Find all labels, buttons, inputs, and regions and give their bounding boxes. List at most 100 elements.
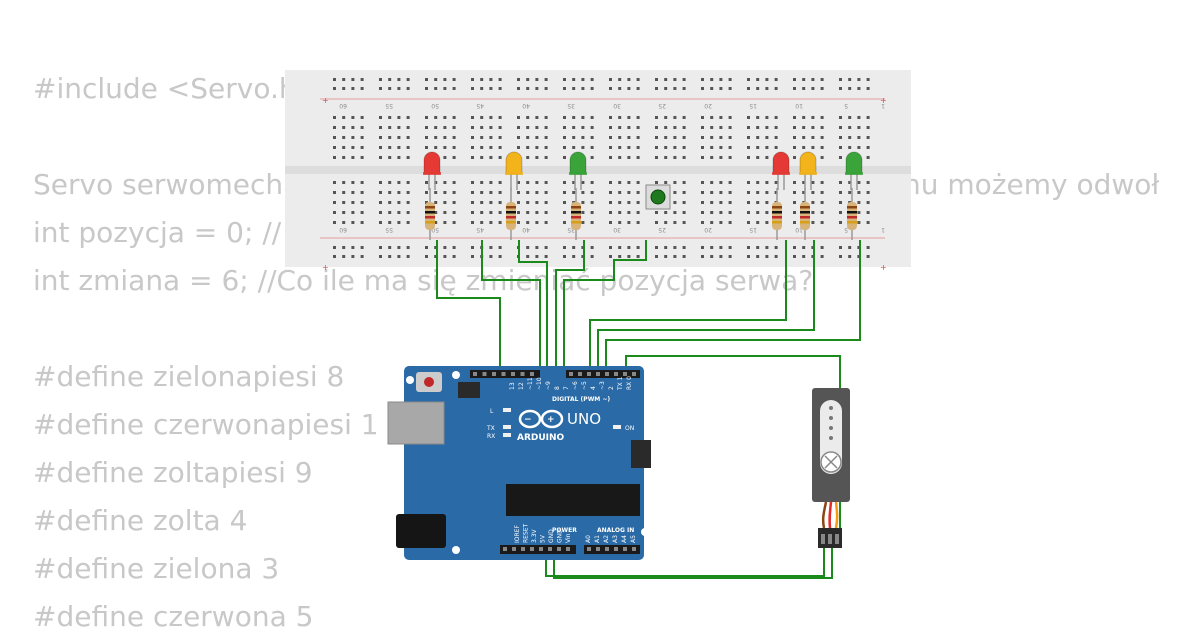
servo-connector-pin-1 xyxy=(821,534,825,544)
terminal-hole xyxy=(618,156,622,159)
terminal-hole xyxy=(517,191,520,194)
terminal-hole xyxy=(443,116,447,119)
terminal-hole xyxy=(765,191,769,194)
terminal-hole xyxy=(820,136,824,139)
pin-label: RX 0 xyxy=(626,376,633,390)
terminal-hole xyxy=(443,211,447,214)
breadboard-column-number: 20 xyxy=(704,226,712,233)
pin-label: ~3 xyxy=(599,381,606,390)
pin-label: A2 xyxy=(603,535,610,543)
terminal-hole xyxy=(526,201,530,204)
wire-servo-signal xyxy=(625,355,841,530)
breadboard-column-number: 10 xyxy=(795,102,803,109)
rail-hole xyxy=(811,78,815,81)
rail-hole xyxy=(636,78,640,81)
tx-led-label: TX xyxy=(486,425,495,432)
terminal-hole xyxy=(590,211,594,214)
rail-hole xyxy=(710,246,714,249)
terminal-hole xyxy=(802,116,806,119)
terminal-hole xyxy=(719,156,723,159)
rail-hole xyxy=(360,255,364,258)
push-button[interactable] xyxy=(645,184,671,210)
mount-hole-2 xyxy=(452,371,460,379)
terminal-hole xyxy=(765,201,769,204)
push-button-cap[interactable] xyxy=(650,189,666,205)
rail-hole xyxy=(333,255,336,258)
terminal-hole xyxy=(756,201,760,204)
breadboard-column-number: 15 xyxy=(749,226,757,233)
breadboard-column-number: 5 xyxy=(844,226,848,233)
rail-hole xyxy=(480,87,484,90)
terminal-hole xyxy=(535,191,539,194)
terminal-hole xyxy=(618,191,622,194)
rail-hole xyxy=(655,246,658,249)
terminal-hole xyxy=(673,201,677,204)
terminal-hole xyxy=(498,156,502,159)
power-header-label: POWER xyxy=(552,527,577,534)
terminal-hole xyxy=(655,221,658,224)
terminal-hole xyxy=(857,116,861,119)
terminal-hole xyxy=(351,181,355,184)
rail-hole xyxy=(747,78,750,81)
terminal-hole xyxy=(480,126,484,129)
terminal-hole xyxy=(489,191,493,194)
terminal-hole xyxy=(820,126,824,129)
terminal-hole xyxy=(443,191,447,194)
rail-hole xyxy=(425,255,428,258)
rail-hole xyxy=(820,246,824,249)
rail-hole xyxy=(342,255,346,258)
rail-hole xyxy=(839,87,842,90)
terminal-hole xyxy=(498,201,502,204)
terminal-hole xyxy=(701,136,704,139)
terminal-hole xyxy=(627,146,631,149)
rail-hole xyxy=(360,78,364,81)
terminal-hole xyxy=(379,211,382,214)
terminal-hole xyxy=(333,126,336,129)
terminal-hole xyxy=(839,201,842,204)
terminal-hole xyxy=(765,116,769,119)
terminal-hole xyxy=(701,126,704,129)
terminal-hole xyxy=(636,201,640,204)
rail-hole xyxy=(701,78,704,81)
terminal-hole xyxy=(351,191,355,194)
rail-hole xyxy=(866,78,870,81)
rail-hole xyxy=(857,78,861,81)
servo-motor[interactable] xyxy=(812,388,850,548)
arduino-uno[interactable]: DIGITAL (PWM ~) − + UNO ARDUINO L TX RX … xyxy=(387,366,651,560)
terminal-hole xyxy=(728,146,732,149)
terminal-hole xyxy=(839,116,842,119)
terminal-hole xyxy=(397,211,401,214)
rail-hole xyxy=(728,87,732,90)
terminal-hole xyxy=(627,126,631,129)
reset-button[interactable] xyxy=(424,377,434,387)
rail-hole xyxy=(351,87,355,90)
terminal-hole xyxy=(866,156,870,159)
rail-hole xyxy=(397,87,401,90)
rail-hole xyxy=(480,78,484,81)
terminal-hole xyxy=(480,191,484,194)
terminal-hole xyxy=(480,146,484,149)
plus-mark-top-right: + xyxy=(880,96,887,105)
terminal-hole xyxy=(480,201,484,204)
header-pin xyxy=(512,547,516,551)
power-jack xyxy=(396,514,446,548)
terminal-hole xyxy=(701,156,704,159)
terminal-hole xyxy=(655,126,658,129)
terminal-hole xyxy=(517,126,520,129)
terminal-hole xyxy=(526,156,530,159)
terminal-hole xyxy=(673,146,677,149)
terminal-hole xyxy=(563,221,566,224)
rail-hole xyxy=(627,78,631,81)
header-pin xyxy=(596,547,600,551)
rail-hole xyxy=(682,255,686,258)
terminal-hole xyxy=(655,156,658,159)
terminal-hole xyxy=(728,201,732,204)
rail-hole xyxy=(811,255,815,258)
terminal-hole xyxy=(857,191,861,194)
rail-hole xyxy=(701,255,704,258)
terminal-hole xyxy=(489,211,493,214)
terminal-hole xyxy=(397,126,401,129)
rail-hole xyxy=(793,78,796,81)
